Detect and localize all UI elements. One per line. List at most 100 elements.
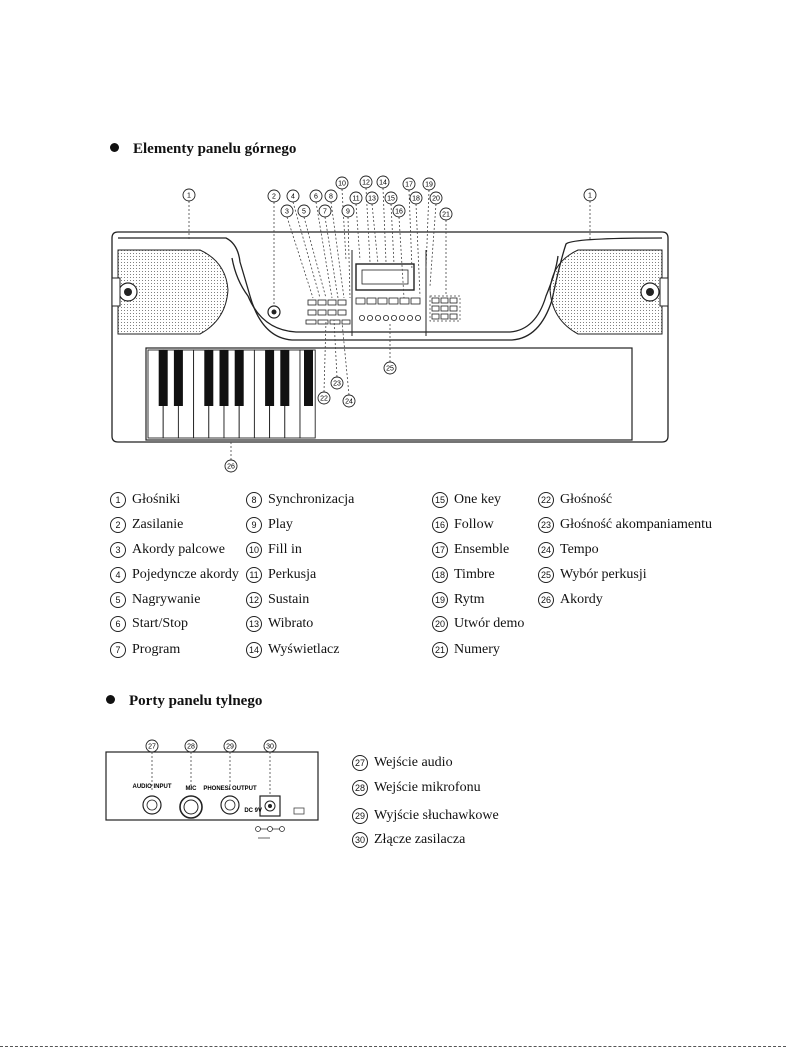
legend-number: 16 xyxy=(432,517,448,533)
legend-number: 2 xyxy=(110,517,126,533)
leader-line xyxy=(425,189,430,271)
callout-number: 24 xyxy=(345,399,353,406)
callout-number: 25 xyxy=(386,366,394,373)
callout-1: 1 xyxy=(583,188,597,202)
legend-label: Sustain xyxy=(268,592,310,607)
callout-number: 14 xyxy=(379,180,387,187)
legend-label: Zasilanie xyxy=(132,517,184,532)
bullet-icon xyxy=(110,143,119,152)
legend-label: Numery xyxy=(454,642,500,657)
legend-number: 19 xyxy=(432,592,448,608)
black-key xyxy=(234,350,244,406)
center-button-row xyxy=(355,297,421,305)
callout-number: 1 xyxy=(588,193,592,200)
rear-callout-numbers: 27 28 29 30 xyxy=(145,739,277,753)
callout-28: 28 xyxy=(184,739,198,753)
callout-number: 29 xyxy=(226,744,234,751)
legend-number: 3 xyxy=(110,542,126,558)
callout-number: 9 xyxy=(346,209,350,216)
callout-1: 1 xyxy=(182,188,196,202)
black-key xyxy=(280,350,290,406)
callout-4: 4 xyxy=(286,189,300,203)
top-panel-heading-text: Elementy panelu górnego xyxy=(133,141,297,157)
callout-21: 21 xyxy=(439,207,453,221)
callout-number: 1 xyxy=(187,193,191,200)
legend-item-3: 3 Akordy palcowe xyxy=(110,542,225,558)
callout-30: 30 xyxy=(263,739,277,753)
leader-line xyxy=(347,216,351,299)
legend-number: 5 xyxy=(110,592,126,608)
drum-pad-row xyxy=(358,314,421,321)
legend-label: Tempo xyxy=(560,542,599,557)
black-key xyxy=(204,350,214,406)
legend-label: Wyświetlacz xyxy=(268,642,340,657)
callout-number: 8 xyxy=(329,194,333,201)
leader-line xyxy=(341,321,350,396)
legend-number: 14 xyxy=(246,642,262,658)
legend-label: Złącze zasilacza xyxy=(374,832,466,847)
callout-16: 16 xyxy=(392,204,406,218)
legend-number: 21 xyxy=(432,642,448,658)
callout-number: 13 xyxy=(368,196,376,203)
legend-label: Akordy palcowe xyxy=(132,542,225,557)
legend-item-30: 30 Złącze zasilacza xyxy=(352,832,465,848)
callout-number: 27 xyxy=(148,744,156,751)
callout-number: 22 xyxy=(320,396,328,403)
callout-20: 20 xyxy=(429,191,443,205)
number-pad xyxy=(431,297,458,320)
legend-number: 30 xyxy=(352,832,368,848)
legend-number: 9 xyxy=(246,517,262,533)
legend-number: 11 xyxy=(246,567,262,583)
callout-7: 7 xyxy=(318,204,332,218)
legend-label: Synchronizacja xyxy=(268,492,355,507)
legend-label: Wibrato xyxy=(268,616,314,631)
callout-number: 20 xyxy=(432,196,440,203)
callout-25: 25 xyxy=(383,361,397,375)
legend-number: 15 xyxy=(432,492,448,508)
callout-19: 19 xyxy=(422,177,436,191)
legend-number: 23 xyxy=(538,517,554,533)
page-bottom-rule xyxy=(0,1046,786,1047)
callout-number: 12 xyxy=(362,180,370,187)
callout-26: 26 xyxy=(224,459,238,473)
callout-17: 17 xyxy=(402,177,416,191)
callout-number: 6 xyxy=(314,194,318,201)
leader-line xyxy=(382,187,387,263)
port-label-dc: DC 9V xyxy=(244,808,262,814)
legend-label: Głośność xyxy=(560,492,613,507)
callout-number: 19 xyxy=(425,182,433,189)
legend-label: Wybór perkusji xyxy=(560,567,647,582)
legend-number: 6 xyxy=(110,616,126,632)
legend-label: Pojedyncze akordy xyxy=(132,567,239,582)
callout-9: 9 xyxy=(341,204,355,218)
legend-label: Start/Stop xyxy=(132,616,189,631)
black-key xyxy=(158,350,168,406)
legend-number: 12 xyxy=(246,592,262,608)
legend-label: Utwór demo xyxy=(454,616,525,631)
callout-number: 18 xyxy=(412,196,420,203)
legend-label: Follow xyxy=(454,517,494,532)
callout-3: 3 xyxy=(280,204,294,218)
keyboard-body-outline xyxy=(111,231,669,443)
callout-number: 16 xyxy=(395,209,403,216)
leader-line xyxy=(324,216,339,299)
callout-number: 30 xyxy=(266,744,274,751)
control-panel-outline xyxy=(118,237,663,341)
leader-line xyxy=(303,216,327,299)
callout-number: 5 xyxy=(302,209,306,216)
